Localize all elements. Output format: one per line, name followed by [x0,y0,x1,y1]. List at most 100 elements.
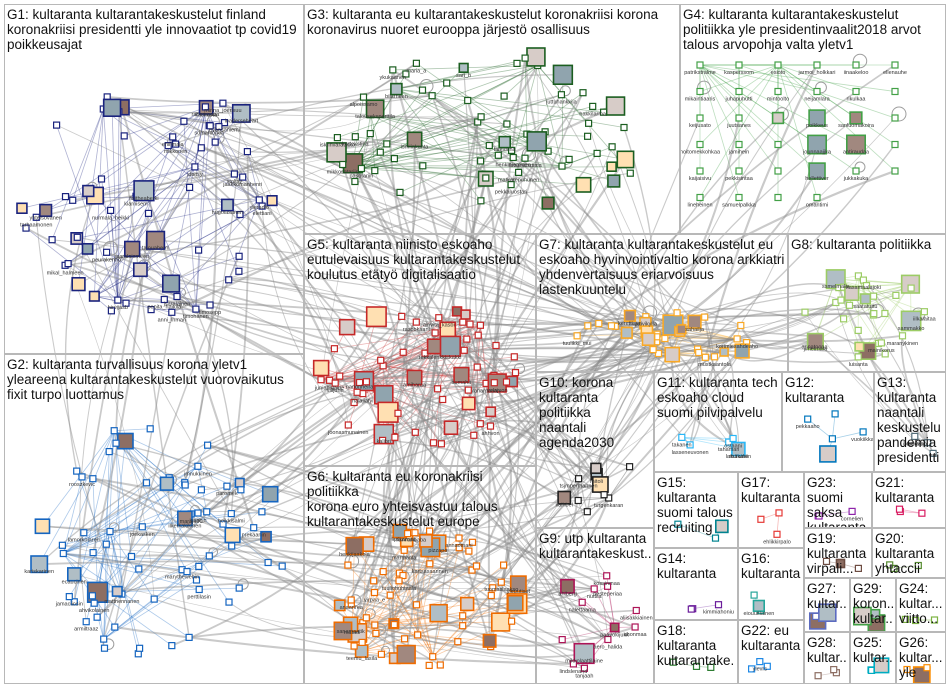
node-g28[interactable] [830,665,838,674]
node-g5[interactable] [459,318,467,326]
node-g3[interactable] [583,132,592,140]
node-g3[interactable] [428,92,436,100]
node-g6[interactable] [404,529,412,538]
node-g3[interactable] [579,89,587,97]
node-g16[interactable] [750,591,758,599]
node-g2[interactable] [227,510,235,518]
node-g12[interactable] [859,428,867,436]
node-g1[interactable] [61,193,70,201]
node-g1[interactable] [192,305,200,313]
node-g1[interactable] [32,213,40,221]
node-g6[interactable] [508,617,516,625]
node-g17[interactable] [757,515,765,523]
node-g1[interactable] [82,184,95,198]
node-g2[interactable] [264,558,272,567]
node-g6[interactable] [345,536,364,556]
node-g1[interactable] [169,133,177,141]
node-g4[interactable] [735,114,743,122]
node-g18[interactable] [669,658,677,666]
node-g1[interactable] [102,98,122,118]
node-g6[interactable] [459,612,467,620]
node-g8[interactable] [900,274,921,294]
node-g8[interactable] [907,284,915,292]
node-g4[interactable] [891,114,899,122]
node-g4[interactable] [891,87,899,96]
node-g3[interactable] [376,148,384,156]
node-g2[interactable] [67,567,82,582]
node-g6[interactable] [395,577,403,585]
node-g7[interactable] [701,313,709,321]
node-g2[interactable] [136,644,144,652]
node-g1[interactable] [106,206,115,214]
node-g1[interactable] [197,144,205,152]
node-g8[interactable] [892,291,900,299]
node-g10[interactable] [574,496,582,505]
node-g15[interactable] [711,534,720,542]
node-g2[interactable] [250,524,258,532]
node-g5[interactable] [353,388,361,396]
node-g2[interactable] [260,530,272,543]
node-g2[interactable] [192,576,201,584]
node-g2[interactable] [150,595,158,603]
node-g4[interactable] [774,140,782,149]
node-g10[interactable] [557,490,572,505]
node-g8[interactable] [869,292,878,300]
node-g3[interactable] [521,154,529,162]
node-g8[interactable] [881,309,889,318]
node-g6[interactable] [429,603,448,623]
node-g2[interactable] [93,613,101,621]
node-g19[interactable] [835,558,846,569]
node-g3[interactable] [626,169,634,177]
node-g1[interactable] [88,290,100,302]
node-g2[interactable] [142,479,151,487]
node-g1[interactable] [114,296,122,304]
node-g3[interactable] [620,123,628,132]
node-g3[interactable] [552,64,574,86]
node-g6[interactable] [333,599,346,612]
node-g3[interactable] [477,157,485,165]
node-g3[interactable] [443,79,451,87]
node-g6[interactable] [411,529,419,537]
node-g3[interactable] [458,62,469,73]
node-g27[interactable] [817,603,837,623]
node-g13[interactable] [929,449,937,457]
node-g6[interactable] [465,547,473,555]
node-g1[interactable] [206,301,214,309]
node-g6[interactable] [455,534,463,542]
node-g1[interactable] [235,252,243,260]
node-g6[interactable] [489,584,497,592]
node-g1[interactable] [230,170,238,178]
node-g1[interactable] [107,307,116,315]
node-g2[interactable] [159,476,175,491]
node-g4[interactable] [696,87,704,96]
node-g3[interactable] [418,86,427,94]
node-g16[interactable] [752,599,765,612]
node-g1[interactable] [215,122,223,131]
node-g7[interactable] [737,321,745,330]
node-g3[interactable] [513,59,521,68]
node-g6[interactable] [507,594,524,612]
node-g6[interactable] [482,633,497,648]
node-g3[interactable] [477,113,485,121]
node-g4[interactable] [735,140,743,149]
node-g2[interactable] [197,486,205,494]
node-g2[interactable] [102,540,110,548]
node-g8[interactable] [881,350,889,358]
node-g9[interactable] [558,635,566,644]
node-g1[interactable] [211,138,219,146]
node-g5[interactable] [464,386,472,394]
node-g3[interactable] [477,197,485,205]
node-g2[interactable] [168,641,176,650]
node-g5[interactable] [490,379,498,387]
node-g2[interactable] [111,585,123,597]
node-g4[interactable] [774,87,782,96]
node-g3[interactable] [565,155,573,163]
node-g9[interactable] [631,623,639,631]
node-g5[interactable] [331,379,339,387]
node-g2[interactable] [82,618,90,626]
node-g26[interactable] [923,664,931,672]
node-g3[interactable] [498,135,512,149]
node-g3[interactable] [500,92,508,100]
node-g1[interactable] [133,262,148,278]
node-g3[interactable] [526,131,547,152]
